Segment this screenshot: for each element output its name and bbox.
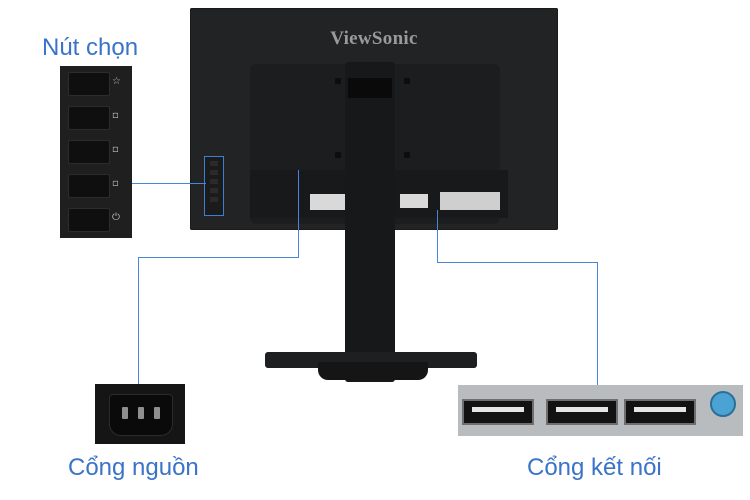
callout-line-ports <box>437 210 438 263</box>
button-row: ▫ <box>66 106 126 132</box>
button-row: ▫ <box>66 174 126 200</box>
label-ports: Cổng kết nối <box>527 454 662 481</box>
power-port-zoom <box>95 384 185 444</box>
button-strip-highlight <box>204 156 224 216</box>
select-button[interactable] <box>68 140 110 164</box>
menu-button[interactable] <box>68 72 110 96</box>
mini-button <box>210 161 218 166</box>
rating-label <box>440 192 500 210</box>
mini-button <box>210 197 218 202</box>
mini-button <box>210 170 218 175</box>
rating-label <box>400 194 428 208</box>
socket-pin <box>138 407 144 419</box>
select-button[interactable] <box>68 106 110 130</box>
vesa-hole <box>404 78 410 84</box>
callout-line-buttons <box>132 183 206 184</box>
vesa-hole <box>404 152 410 158</box>
callout-line-power <box>138 257 139 384</box>
power-socket <box>109 394 173 436</box>
brand-logo: ViewSonic <box>330 28 418 49</box>
select-button[interactable] <box>68 174 110 198</box>
button-row: ☆ <box>66 72 126 98</box>
displayport-port <box>624 399 696 425</box>
hdmi-port <box>546 399 618 425</box>
socket-pin <box>122 407 128 419</box>
callout-line-power <box>298 170 299 258</box>
vesa-hole <box>335 152 341 158</box>
ports-zoom <box>458 385 743 436</box>
monitor-stand-foot <box>318 362 428 380</box>
button-row: ▫ <box>66 140 126 166</box>
square-icon: ▫ <box>112 178 119 189</box>
label-buttons: Nút chọn <box>42 34 139 61</box>
vesa-hole <box>335 78 341 84</box>
audio-jack <box>710 391 736 417</box>
square-icon: ▫ <box>112 110 119 121</box>
callout-line-ports <box>437 262 598 263</box>
button-row: ⏻ <box>66 208 126 234</box>
callout-line-power <box>138 257 299 258</box>
label-power: Cổng nguồn <box>68 454 199 481</box>
button-panel-zoom: ☆ ▫ ▫ ▫ ⏻ <box>60 66 132 238</box>
rating-label <box>310 194 350 210</box>
hdmi-port <box>462 399 534 425</box>
socket-pin <box>154 407 160 419</box>
mini-button <box>210 179 218 184</box>
square-icon: ▫ <box>112 144 119 155</box>
stand-handle-slot <box>348 78 392 98</box>
mini-button <box>210 188 218 193</box>
power-button[interactable] <box>68 208 110 232</box>
star-icon: ☆ <box>112 76 121 87</box>
monitor-stand-neck <box>345 62 395 382</box>
callout-line-ports <box>597 262 598 385</box>
power-icon: ⏻ <box>112 212 120 223</box>
